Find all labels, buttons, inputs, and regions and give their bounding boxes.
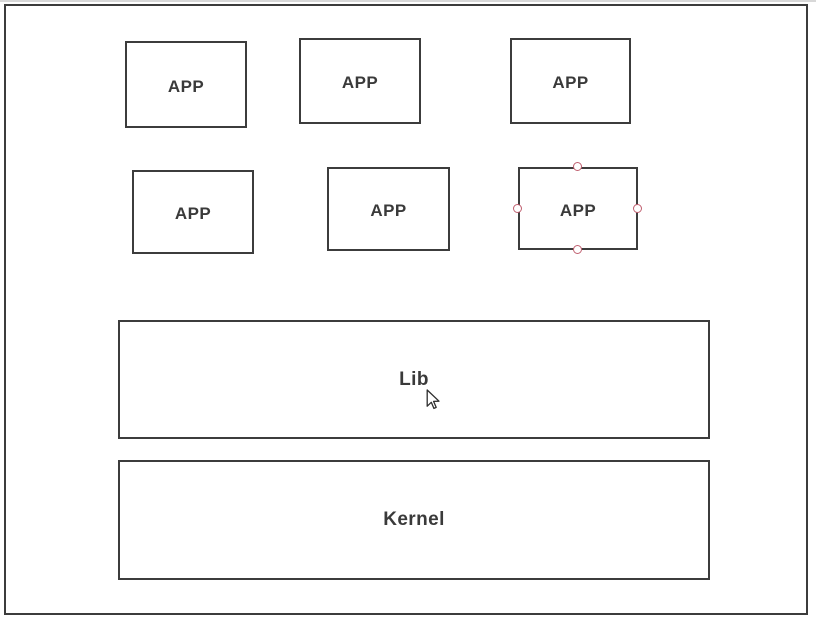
node-label-app-4: APP xyxy=(174,204,212,223)
node-label-kernel: Kernel xyxy=(383,509,445,530)
handle-top[interactable] xyxy=(573,162,582,171)
node-label-app-1: APP xyxy=(167,76,205,96)
node-label-lib: Lib xyxy=(399,368,429,390)
node-app-3[interactable]: APP xyxy=(510,38,631,124)
handle-left[interactable] xyxy=(513,204,522,213)
top-rule-divider xyxy=(0,0,816,2)
handle-right[interactable] xyxy=(633,204,642,213)
node-app-2[interactable]: APP xyxy=(299,38,421,124)
node-label-app-5: APP xyxy=(370,201,407,220)
handle-bottom[interactable] xyxy=(573,245,582,254)
node-app-5[interactable]: APP xyxy=(327,167,450,251)
node-kernel[interactable]: Kernel xyxy=(118,460,710,580)
node-app-1[interactable]: APP xyxy=(125,41,247,128)
node-label-app-3: APP xyxy=(552,73,589,92)
node-app-6[interactable]: APP xyxy=(518,167,638,250)
node-label-app-2: APP xyxy=(341,73,379,92)
node-lib[interactable]: Lib xyxy=(118,320,710,439)
node-label-app-6: APP xyxy=(559,200,597,220)
node-app-4[interactable]: APP xyxy=(132,170,254,254)
